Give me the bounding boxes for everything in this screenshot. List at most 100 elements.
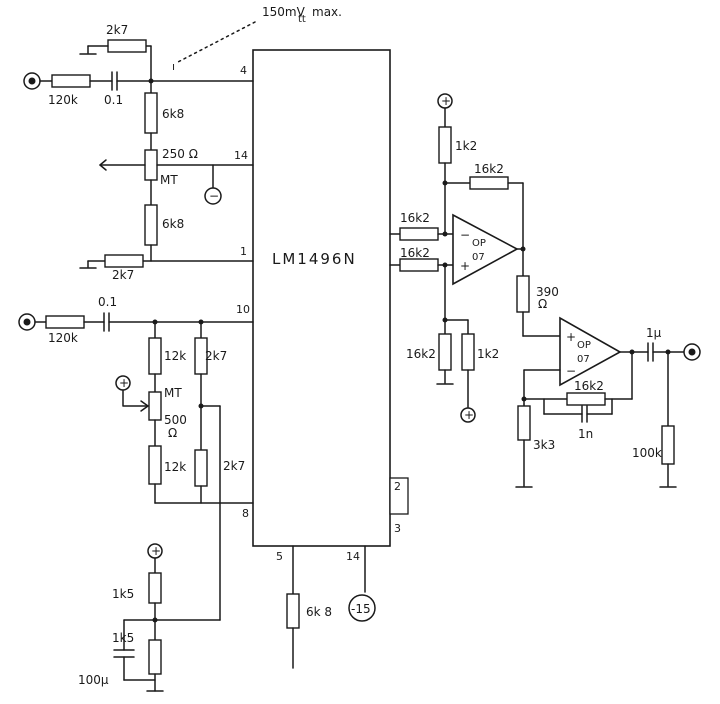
svg-text:−: − (209, 189, 219, 203)
pin-14b-label: 14 (346, 550, 360, 563)
resistor-16k2-feedback (469, 176, 509, 190)
label-cap-01-in2: 0.1 (98, 295, 117, 309)
resistor-6k8-b (144, 204, 158, 246)
label-390-unit: Ω (538, 297, 547, 311)
resistor-16k2-feedback-2 (566, 392, 606, 406)
positive-supply-symbol-op1b (460, 407, 476, 423)
label-cap-1u: 1μ (646, 326, 662, 340)
pin-1-label: 1 (240, 245, 247, 258)
resistor-2k7-pin1 (104, 254, 144, 268)
label-cap-01-in1: 0.1 (104, 93, 123, 107)
svg-text:+: + (441, 94, 451, 108)
pin-10-label: 10 (236, 303, 250, 316)
opamp-2-label-op: OP (577, 340, 591, 351)
opamp-2 (559, 316, 622, 387)
label-120k-in2: 120k (48, 331, 78, 345)
opamp-1-stage: 16k2 16k2 − + OP 07 + 1k2 16k2 (389, 93, 526, 423)
ic-name: LM1496N (272, 250, 357, 268)
label-120k-in1: 120k (48, 93, 78, 107)
resistor-1k5-a (148, 572, 162, 604)
svg-text:ı: ı (172, 60, 175, 73)
opamp-2-plus: + (566, 330, 576, 344)
label-1k2-bottom: 1k2 (477, 347, 499, 361)
svg-text:+: + (119, 376, 129, 390)
resistor-1k2-top (438, 126, 452, 164)
label-12k-a: 12k (164, 349, 186, 363)
potentiometer-250[interactable] (144, 149, 158, 181)
resistor-6k8-pin5 (286, 593, 300, 629)
resistor-1k5-b (148, 639, 162, 675)
lm1496n-ic: LM1496N 2 3 (252, 49, 409, 547)
pin-14-label: 14 (234, 149, 248, 162)
pin-5-label: 5 (276, 550, 283, 563)
resistor-2k7-top (107, 39, 147, 53)
input-1-network: 120k 0.1 2k7 6k8 250 Ω MT − 6k8 (23, 23, 254, 282)
resistor-6k8-a (144, 92, 158, 134)
opamp-1-plus: + (460, 259, 470, 273)
negative-15-supply (348, 594, 376, 622)
label-pot-250: 250 Ω (162, 147, 198, 161)
label-2k7-top: 2k7 (106, 23, 128, 37)
pin-4-label: 4 (240, 64, 247, 77)
label-6k8-b: 6k8 (162, 217, 184, 231)
label-16k2-in1: 16k2 (400, 211, 430, 225)
label-pot-250-mt: MT (160, 173, 178, 187)
negative-supply-symbol-1 (204, 187, 222, 205)
resistor-1k2-bottom (461, 333, 475, 371)
note-level: 150mV (262, 5, 306, 19)
label-1k5-b: 1k5 (112, 631, 134, 645)
pin-8-label: 8 (242, 507, 249, 520)
label-pot-500-mt: MT (164, 386, 182, 400)
label-pot-500-unit: Ω (168, 426, 177, 440)
resistor-120k-in1 (51, 74, 91, 88)
pin-3-label: 3 (394, 522, 401, 535)
label-cap-100u: 100μ (78, 673, 109, 687)
label-1k5-a: 1k5 (112, 587, 134, 601)
potentiometer-500[interactable] (148, 391, 162, 421)
label-12k-b: 12k (164, 460, 186, 474)
label-3k3: 3k3 (533, 438, 555, 452)
label-2k7-a: 2k7 (205, 349, 227, 363)
input-2-network: 120k 0.1 12k MT 500 Ω + 12k 2k7 (18, 295, 254, 621)
opamp-1-label-op: OP (472, 238, 486, 249)
resistor-12k-a (148, 337, 162, 375)
label-6k8-a: 6k8 (162, 107, 184, 121)
svg-text:+: + (464, 408, 474, 422)
note-sub: tt (298, 14, 306, 25)
label-6k8-pin5: 6k 8 (306, 605, 332, 619)
label-pot-500: 500 (164, 413, 187, 427)
resistor-3k3 (517, 405, 531, 441)
bias-network: + 1k5 1k5 100μ (78, 543, 221, 692)
label-16k2-feedback-2: 16k2 (574, 379, 604, 393)
pin-2-label: 2 (394, 480, 401, 493)
opamp-2-label-07: 07 (577, 354, 590, 365)
opamp-1-label-07: 07 (472, 252, 485, 263)
label-2k7-b: 2k7 (223, 459, 245, 473)
label-390: 390 (536, 285, 559, 299)
label-neg15: -15 (351, 602, 371, 616)
resistor-12k-b (148, 445, 162, 485)
resistor-16k2-in2 (399, 258, 439, 272)
label-cap-1n: 1n (578, 427, 593, 441)
label-16k2-feedback: 16k2 (474, 162, 504, 176)
bottom-pins: 5 14 6k 8 -15 (276, 545, 376, 669)
label-2k7-pin1: 2k7 (112, 268, 134, 282)
label-16k2-gnd: 16k2 (406, 347, 436, 361)
label-100k: 100k (632, 446, 662, 460)
opamp-1-minus: − (460, 228, 470, 242)
svg-text:+: + (151, 544, 161, 558)
opamp-2-stage: 390 Ω + − OP 07 16k2 1n 3k3 1 (515, 248, 701, 488)
resistor-16k2-in1 (399, 227, 439, 241)
resistor-120k-in2 (45, 315, 85, 329)
signal-level-note: 150mV tt max. ı (172, 5, 342, 73)
opamp-2-minus: − (566, 364, 576, 378)
label-16k2-in2: 16k2 (400, 246, 430, 260)
resistor-100k (661, 425, 675, 465)
resistor-16k2-gnd (438, 333, 452, 371)
resistor-390 (516, 275, 530, 313)
label-1k2-top: 1k2 (455, 139, 477, 153)
resistor-2k7-b (194, 449, 208, 487)
opamp-1 (452, 213, 519, 286)
note-suffix: max. (312, 5, 342, 19)
